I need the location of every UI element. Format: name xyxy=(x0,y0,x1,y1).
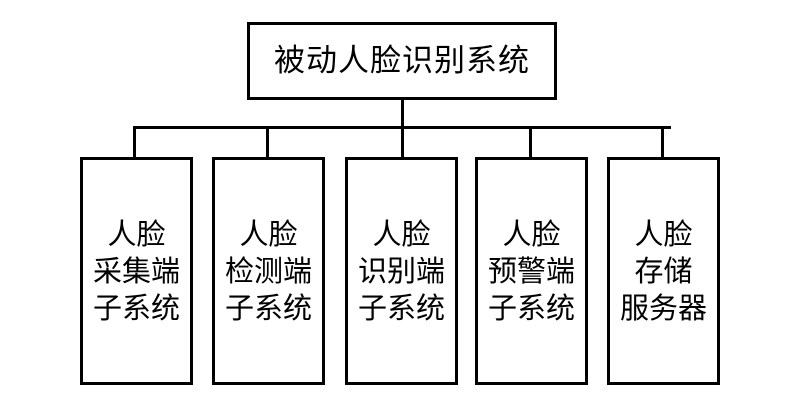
connector-drop-child-1 xyxy=(133,128,136,158)
node-face-alert-subsystem[interactable]: 人脸 预警端 子系统 xyxy=(475,157,588,385)
node-child-label-3: 人脸 识别端 子系统 xyxy=(357,216,445,325)
node-child-label-5: 人脸 存储 服务器 xyxy=(619,216,707,325)
connector-horizontal-bus xyxy=(133,126,671,129)
node-child-label-4: 人脸 预警端 子系统 xyxy=(487,216,575,325)
node-face-acquisition-subsystem[interactable]: 人脸 采集端 子系统 xyxy=(80,157,193,385)
connector-root-stem xyxy=(401,100,404,128)
node-face-storage-server[interactable]: 人脸 存储 服务器 xyxy=(607,157,720,385)
connector-drop-child-5 xyxy=(661,128,664,158)
node-face-detection-subsystem[interactable]: 人脸 检测端 子系统 xyxy=(212,157,325,385)
node-face-recognition-subsystem[interactable]: 人脸 识别端 子系统 xyxy=(345,157,458,385)
connector-drop-child-4 xyxy=(529,128,532,158)
connector-drop-child-2 xyxy=(266,128,269,158)
node-root-passive-face-recognition-system[interactable]: 被动人脸识别系统 xyxy=(247,22,557,100)
node-root-label: 被动人脸识别系统 xyxy=(274,43,530,79)
connector-drop-child-3 xyxy=(401,128,404,158)
node-child-label-2: 人脸 检测端 子系统 xyxy=(224,216,312,325)
node-child-label-1: 人脸 采集端 子系统 xyxy=(92,216,180,325)
